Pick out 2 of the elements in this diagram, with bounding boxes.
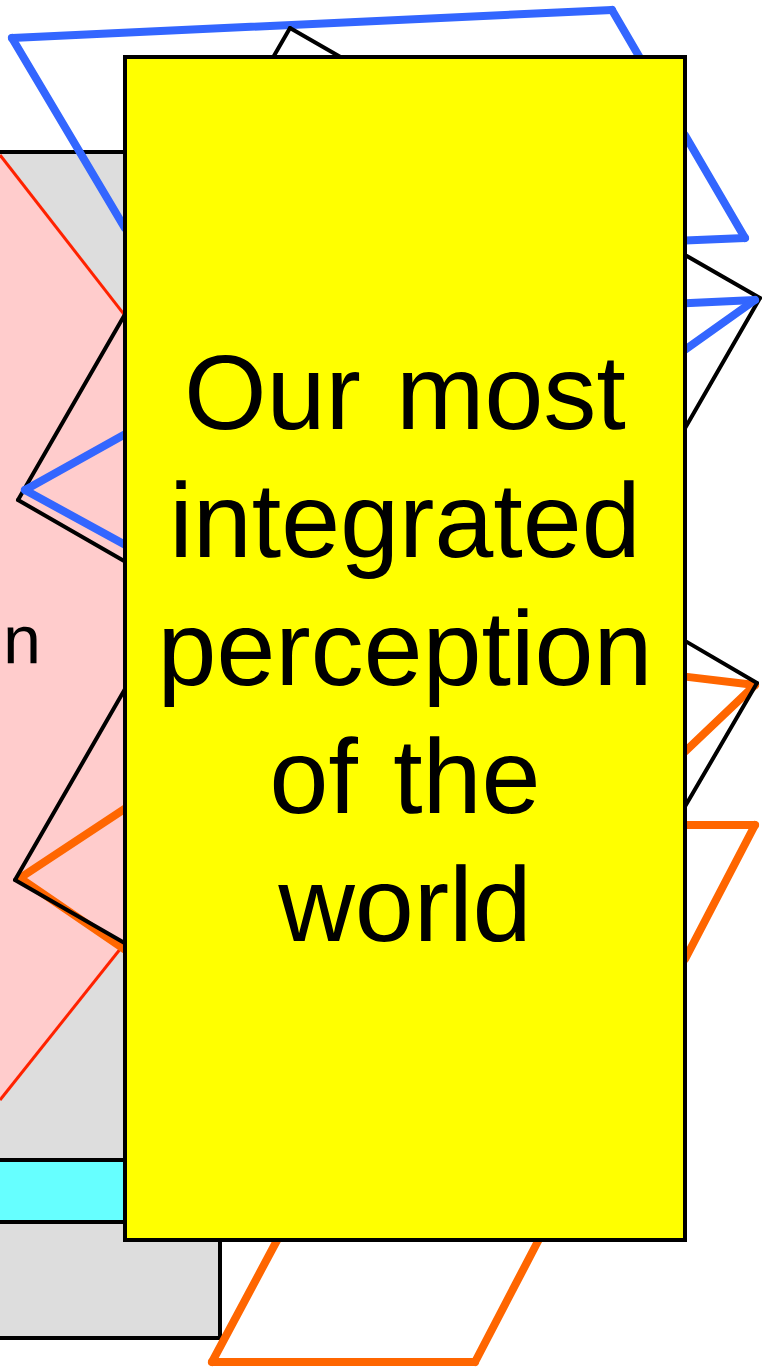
text-box: Our most integrated perception of the world: [123, 55, 687, 1242]
diamond-region: n: [0, 154, 127, 1101]
